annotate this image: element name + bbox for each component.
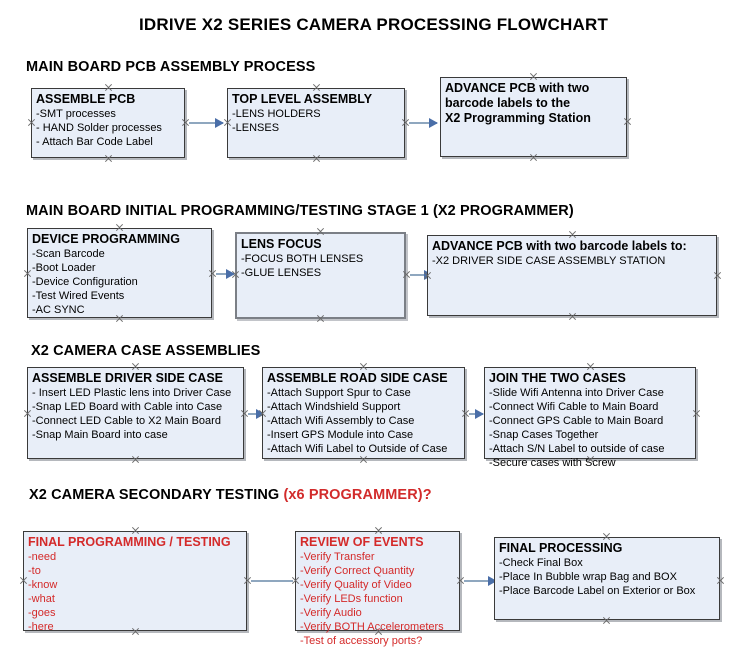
connector-driver-case-to-road-case: [248, 409, 265, 419]
page-title: IDRIVE X2 SERIES CAMERA PROCESSING FLOWC…: [138, 15, 609, 34]
box-advance-pcb-programming-station[interactable]: ADVANCE PCB with two barcode labels to t…: [440, 77, 627, 157]
box-assemble-driver-side-case[interactable]: ASSEMBLE DRIVER SIDE CASE - Insert LED P…: [27, 367, 244, 459]
arrow-head-icon: [226, 269, 235, 279]
box-heading: TOP LEVEL ASSEMBLY: [232, 92, 373, 106]
box-line: -Snap Cases Together: [489, 429, 599, 441]
box-line: -Verify LEDs function: [300, 593, 403, 605]
box-lens-focus[interactable]: LENS FOCUS -FOCUS BOTH LENSES -GLUE LENS…: [235, 232, 406, 319]
box-final-programming-testing[interactable]: FINAL PROGRAMMING / TESTING -need -to -k…: [23, 531, 247, 633]
box-line: -Check Final Box: [499, 557, 583, 569]
box-join-the-two-cases[interactable]: JOIN THE TWO CASES -Slide Wifi Antenna i…: [484, 367, 696, 469]
box-line: -Attach S/N Label to outside of case: [489, 443, 665, 455]
box-heading: LENS FOCUS: [241, 237, 322, 251]
connector-road-case-to-join-cases: [469, 409, 484, 419]
connector-assemble-pcb-to-top-level: [189, 118, 224, 128]
box-line: -Test Wired Events: [32, 290, 125, 302]
connector-device-programming-to-lens-focus: [216, 269, 235, 279]
box-line: -Boot Loader: [32, 262, 96, 274]
box-device-programming[interactable]: DEVICE PROGRAMMING -Scan Barcode -Boot L…: [27, 228, 212, 318]
section-header-accent: (x6 PROGRAMMER)?: [283, 487, 432, 503]
box-line: -Test of accessory ports?: [300, 635, 423, 647]
box-line: -Device Configuration: [32, 276, 138, 288]
box-line: -Insert GPS Module into Case: [267, 429, 414, 441]
box-line: -Attach Wifi Label to Outside of Case: [267, 443, 448, 455]
box-line: -Connect Wifi Cable to Main Board: [489, 401, 659, 413]
box-line: - HAND Solder processes: [36, 122, 162, 134]
box-line: -Secure cases with Screw: [489, 457, 616, 469]
box-line: -Verify Correct Quantity: [300, 565, 415, 577]
box-line: -here: [28, 621, 54, 633]
box-line: X2 Programming Station: [445, 111, 591, 125]
box-line: -know: [28, 579, 58, 591]
section-header-label: X2 CAMERA SECONDARY TESTING: [29, 487, 284, 503]
box-line: -Verify BOTH Accelerometers: [300, 621, 444, 633]
section-header-x2-camera-case-assemblies: X2 CAMERA CASE ASSEMBLIES: [31, 343, 260, 359]
box-assemble-road-side-case[interactable]: ASSEMBLE ROAD SIDE CASE -Attach Support …: [262, 367, 465, 459]
arrow-head-icon: [475, 409, 484, 419]
arrow-head-icon: [215, 118, 224, 128]
arrow-head-icon: [256, 409, 265, 419]
box-line: -Snap LED Board with Cable into Case: [32, 401, 223, 413]
box-line: -X2 DRIVER SIDE CASE ASSEMBLY STATION: [432, 255, 666, 267]
box-line: -SMT processes: [36, 108, 116, 120]
box-heading: ASSEMBLE ROAD SIDE CASE: [267, 371, 448, 385]
box-line: -Connect LED Cable to X2 Main Board: [32, 415, 221, 427]
box-line: -LENS HOLDERS: [232, 108, 321, 120]
arrow-head-icon: [429, 118, 438, 128]
box-advance-pcb-driver-side-case[interactable]: ADVANCE PCB with two barcode labels to: …: [427, 235, 717, 316]
box-heading: ADVANCE PCB with two barcode labels to:: [432, 239, 687, 253]
box-heading: REVIEW OF EVENTS: [300, 535, 424, 549]
box-line: -Verify Transfer: [300, 551, 375, 563]
box-line: -Place In Bubble wrap Bag and BOX: [499, 571, 677, 583]
connector-final-programming-to-review: [251, 580, 293, 582]
section-header-main-board-pcb-assembly: MAIN BOARD PCB ASSEMBLY PROCESS: [26, 59, 315, 75]
section-header-label: MAIN BOARD PCB ASSEMBLY PROCESS: [26, 59, 316, 75]
connector-top-level-to-advance-pcb: [409, 118, 438, 128]
box-line: -GLUE LENSES: [241, 267, 322, 279]
box-heading: ASSEMBLE DRIVER SIDE CASE: [32, 371, 224, 385]
arrow-head-icon: [488, 576, 497, 586]
box-final-processing[interactable]: FINAL PROCESSING -Check Final Box -Place…: [494, 537, 720, 620]
box-line: -Place Barcode Label on Exterior or Box: [499, 585, 696, 597]
box-line: -Attach Support Spur to Case: [267, 387, 411, 399]
box-line: -Snap Main Board into case: [32, 429, 168, 441]
box-line: -AC SYNC: [32, 304, 85, 316]
box-heading: ADVANCE PCB with two: [445, 81, 590, 95]
connector-review-to-final-processing: [464, 576, 497, 586]
box-line: -need: [28, 551, 57, 563]
box-line: - Attach Bar Code Label: [36, 136, 153, 148]
box-heading: DEVICE PROGRAMMING: [32, 232, 180, 246]
box-line: -what: [28, 593, 55, 605]
box-line: -LENSES: [232, 122, 280, 134]
box-line: -Verify Quality of Video: [300, 579, 412, 591]
box-heading: JOIN THE TWO CASES: [489, 371, 626, 385]
box-line: -Scan Barcode: [32, 248, 105, 260]
box-line: -Verify Audio: [300, 607, 362, 619]
box-heading: ASSEMBLE PCB: [36, 92, 136, 106]
box-line: -to: [28, 565, 41, 577]
section-header-label: MAIN BOARD INITIAL PROGRAMMING/TESTING S…: [26, 203, 574, 219]
box-line: -Connect GPS Cable to Main Board: [489, 415, 664, 427]
box-line: -Slide Wifi Antenna into Driver Case: [489, 387, 664, 399]
box-heading: FINAL PROCESSING: [499, 541, 623, 555]
box-line: -Attach Wifi Assembly to Case: [267, 415, 415, 427]
section-header-x2-camera-secondary-testing: X2 CAMERA SECONDARY TESTING (x6 PROGRAMM…: [29, 487, 432, 503]
box-line: - Insert LED Plastic lens into Driver Ca…: [32, 387, 232, 399]
box-assemble-pcb[interactable]: ASSEMBLE PCB -SMT processes - HAND Solde…: [31, 88, 185, 158]
box-line: -Attach Windshield Support: [267, 401, 401, 413]
box-line: -goes: [28, 607, 56, 619]
section-header-label: X2 CAMERA CASE ASSEMBLIES: [31, 343, 261, 359]
box-review-of-events[interactable]: REVIEW OF EVENTS -Verify Transfer -Verif…: [295, 531, 460, 647]
section-header-main-board-initial-programming: MAIN BOARD INITIAL PROGRAMMING/TESTING S…: [26, 203, 574, 219]
box-line: -FOCUS BOTH LENSES: [241, 253, 364, 265]
box-line: barcode labels to the: [445, 96, 571, 110]
box-heading: FINAL PROGRAMMING / TESTING: [28, 535, 231, 549]
box-top-level-assembly[interactable]: TOP LEVEL ASSEMBLY -LENS HOLDERS -LENSES: [227, 88, 405, 158]
